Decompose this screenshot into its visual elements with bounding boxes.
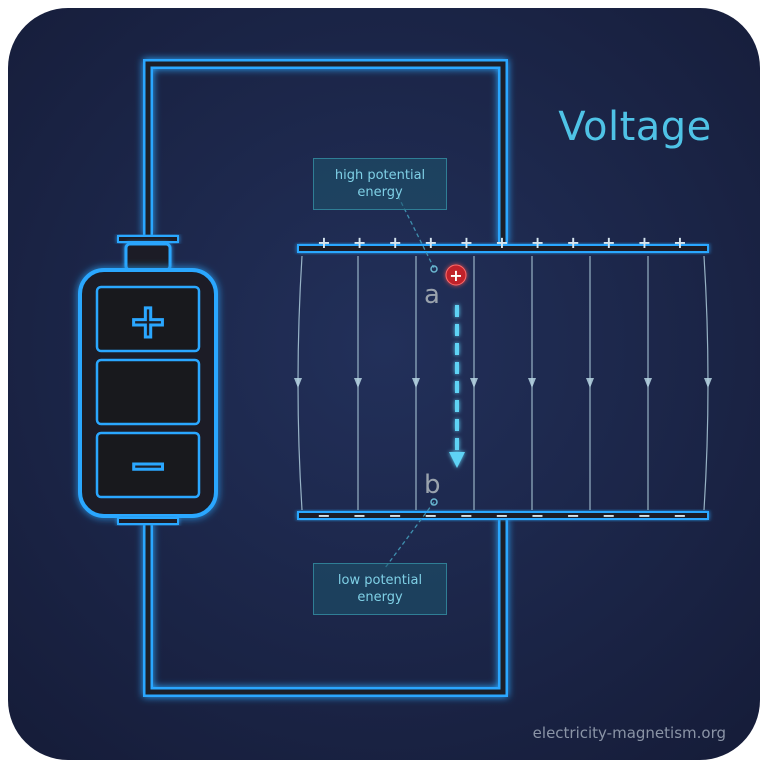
credit-text: electricity-magnetism.org: [532, 724, 726, 742]
battery-icon: + −: [78, 235, 218, 525]
diagram-title: Voltage: [558, 104, 712, 150]
plate-minus-sign: −: [388, 506, 401, 525]
top-plate: [297, 244, 709, 253]
plate-plus-sign: +: [424, 233, 437, 252]
plate-plus-sign: +: [566, 233, 579, 252]
plate-minus-sign: −: [566, 506, 579, 525]
circuit-wire: [143, 59, 508, 697]
battery-plus-icon: +: [129, 294, 168, 348]
field-arrow-icon: [528, 378, 536, 388]
plate-minus-sign: −: [602, 506, 615, 525]
plate-minus-sign: −: [424, 506, 437, 525]
plate-plus-sign: +: [638, 233, 651, 252]
top-plate-charges: + + + + + + + + + + +: [317, 233, 686, 252]
point-b-label: b: [424, 470, 441, 500]
point-a-marker: [430, 265, 438, 273]
plate-minus-sign: −: [317, 506, 330, 525]
plate-plus-sign: +: [495, 233, 508, 252]
plate-plus-sign: +: [388, 233, 401, 252]
field-arrow-icon: [644, 378, 652, 388]
plate-plus-sign: +: [460, 233, 473, 252]
plate-plus-sign: +: [353, 233, 366, 252]
field-arrow-icon: [704, 378, 712, 388]
plate-plus-sign: +: [602, 233, 615, 252]
high-potential-label: high potential energy: [313, 158, 447, 210]
field-arrow-icon: [354, 378, 362, 388]
plate-minus-sign: −: [673, 506, 686, 525]
svg-text:+: +: [449, 266, 462, 285]
positive-charge-icon: +: [445, 264, 467, 286]
displacement-arrow: [449, 305, 465, 468]
point-b-marker: [430, 498, 438, 506]
field-arrow-icon: [470, 378, 478, 388]
point-a-label: a: [424, 280, 440, 310]
low-potential-label: low potential energy: [313, 563, 447, 615]
field-arrow-icon: [586, 378, 594, 388]
bottom-plate: [297, 511, 709, 520]
field-arrow-icon: [412, 378, 420, 388]
plate-minus-sign: −: [638, 506, 651, 525]
plate-plus-sign: +: [317, 233, 330, 252]
battery-minus-icon: −: [129, 438, 168, 492]
plate-minus-sign: −: [531, 506, 544, 525]
plate-plus-sign: +: [673, 233, 686, 252]
plate-plus-sign: +: [531, 233, 544, 252]
electric-field-lines: [294, 255, 712, 511]
bottom-plate-charges: −−−−−−−−−−−: [317, 506, 686, 525]
field-arrow-icon: [294, 378, 302, 388]
plate-minus-sign: −: [353, 506, 366, 525]
plate-minus-sign: −: [460, 506, 473, 525]
plate-minus-sign: −: [495, 506, 508, 525]
background-panel: [8, 8, 760, 760]
